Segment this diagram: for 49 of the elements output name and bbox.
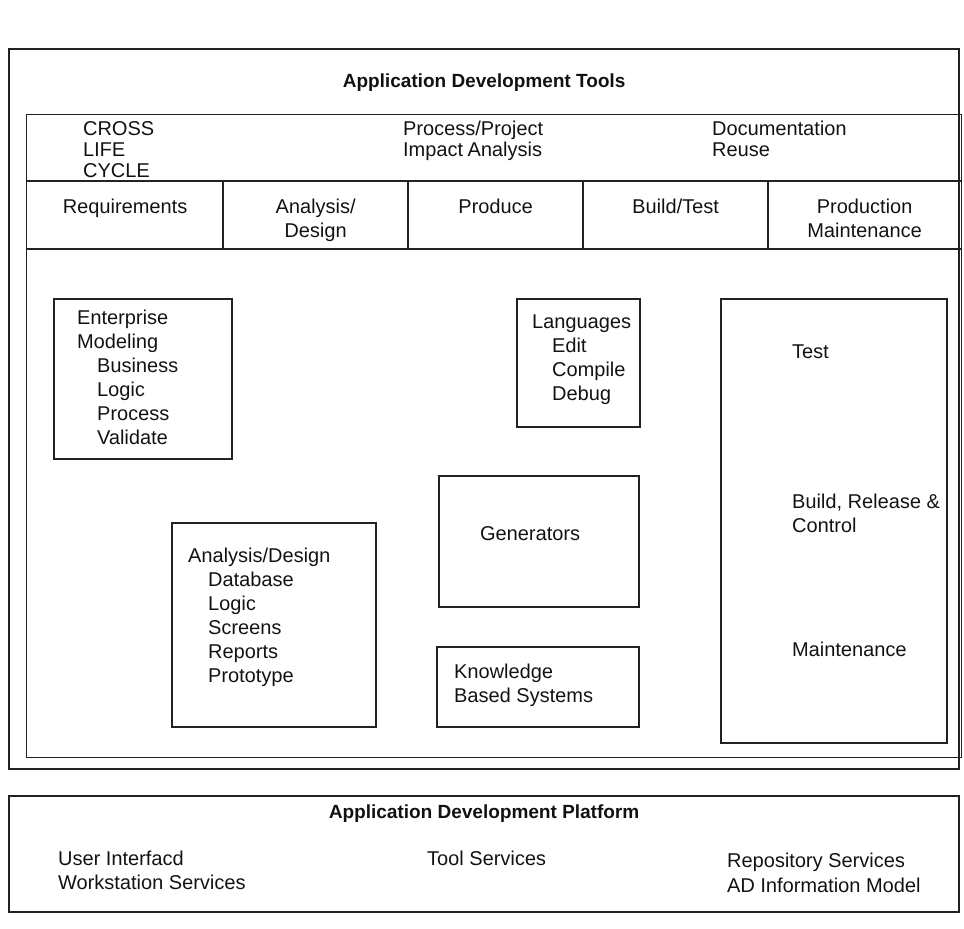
phase-label: Analysis/ Design bbox=[274, 195, 357, 243]
tool-box bbox=[720, 298, 948, 744]
service-label: Tool Services bbox=[427, 847, 547, 871]
tool-box bbox=[171, 522, 377, 728]
list-item: Edit bbox=[552, 334, 586, 358]
band-text: CROSS LIFE CYCLE bbox=[83, 119, 156, 182]
tool-area-panel bbox=[26, 248, 962, 758]
list-item: Prototype bbox=[208, 664, 294, 688]
box-label: Test bbox=[792, 340, 830, 364]
phase-label: Requirements bbox=[62, 195, 188, 219]
list-item: Database bbox=[208, 568, 294, 592]
phase-cell bbox=[26, 180, 224, 250]
list-item: Compile bbox=[552, 358, 626, 382]
box-label: Knowledge Based Systems bbox=[454, 660, 594, 708]
tools-panel bbox=[8, 48, 960, 770]
box-label: Maintenance bbox=[792, 638, 908, 662]
phase-cell bbox=[767, 180, 962, 250]
box-label: Generators bbox=[480, 522, 582, 546]
list-item: Screens bbox=[208, 616, 282, 640]
tool-box bbox=[438, 475, 640, 608]
band-text: Documentation Reuse bbox=[712, 119, 848, 161]
tool-box bbox=[53, 298, 233, 460]
list-item: Logic bbox=[97, 378, 145, 402]
box-heading: Enterprise Modeling bbox=[77, 306, 170, 354]
phase-label: Produce bbox=[457, 195, 534, 219]
panel-title: Application Development Platform bbox=[328, 801, 640, 825]
phase-cell bbox=[582, 180, 769, 250]
cross-life-cycle-band bbox=[26, 114, 962, 182]
platform-panel bbox=[8, 795, 960, 913]
list-item: Process bbox=[97, 402, 170, 426]
list-item: Business bbox=[97, 354, 178, 378]
tool-box bbox=[436, 646, 640, 728]
list-item: Logic bbox=[208, 592, 256, 616]
band-text: Process/Project Impact Analysis bbox=[403, 119, 544, 161]
phase-label: Production Maintenance bbox=[806, 195, 923, 243]
list-item: Validate bbox=[97, 426, 168, 450]
list-item: Debug bbox=[552, 382, 611, 406]
phase-cell bbox=[222, 180, 409, 250]
service-label: User Interfacd Workstation Services bbox=[58, 847, 246, 895]
phase-cell bbox=[407, 180, 584, 250]
phase-label: Build/Test bbox=[631, 195, 720, 219]
box-heading: Languages bbox=[532, 310, 632, 334]
list-item: Reports bbox=[208, 640, 278, 664]
service-label: Repository Services bbox=[727, 849, 906, 873]
tool-box bbox=[516, 298, 641, 428]
box-heading: Analysis/Design bbox=[188, 544, 332, 568]
service-label: AD Information Model bbox=[727, 874, 922, 898]
panel-title: Application Development Tools bbox=[342, 70, 626, 94]
box-label: Build, Release & Control bbox=[792, 490, 941, 538]
